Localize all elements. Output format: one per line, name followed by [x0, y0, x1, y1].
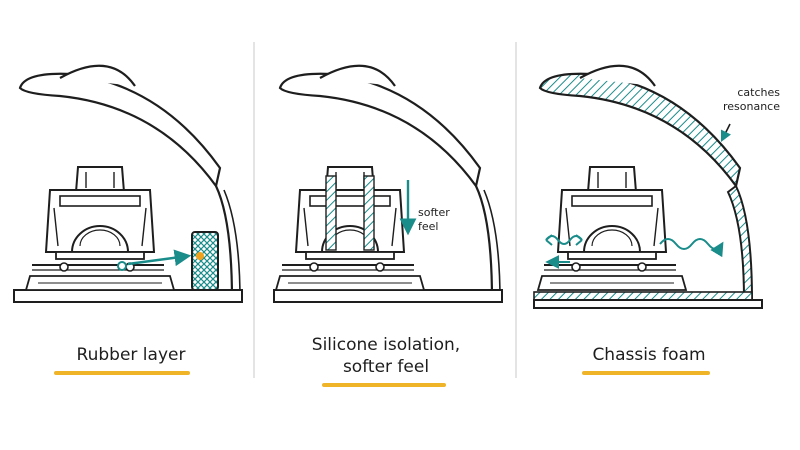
panel-2-drawing — [273, 64, 503, 303]
caption-silicone-isolation: Silicone isolation, softer feel — [311, 335, 461, 377]
foam-side-wall — [726, 184, 754, 301]
rubber-pad — [191, 231, 219, 291]
silicone-sleeve-left — [325, 175, 337, 251]
caption-underline — [54, 371, 190, 375]
chassis-shell-foam — [538, 72, 742, 189]
chassis-shell — [278, 72, 482, 189]
silicone-sleeve-right — [363, 175, 375, 251]
panel-1-drawing — [13, 64, 243, 303]
transfer-arrow — [127, 249, 192, 267]
caption-rubber-layer: Rubber layer — [76, 345, 186, 365]
note-softer-feel: softer feel — [418, 206, 450, 233]
caption-underline — [322, 383, 446, 387]
note-catches-resonance: catches resonance — [722, 86, 780, 113]
caption-chassis-foam: Chassis foam — [592, 345, 706, 365]
caption-underline — [582, 371, 710, 375]
panel-3-drawing — [533, 64, 763, 309]
contact-dot — [196, 252, 204, 260]
